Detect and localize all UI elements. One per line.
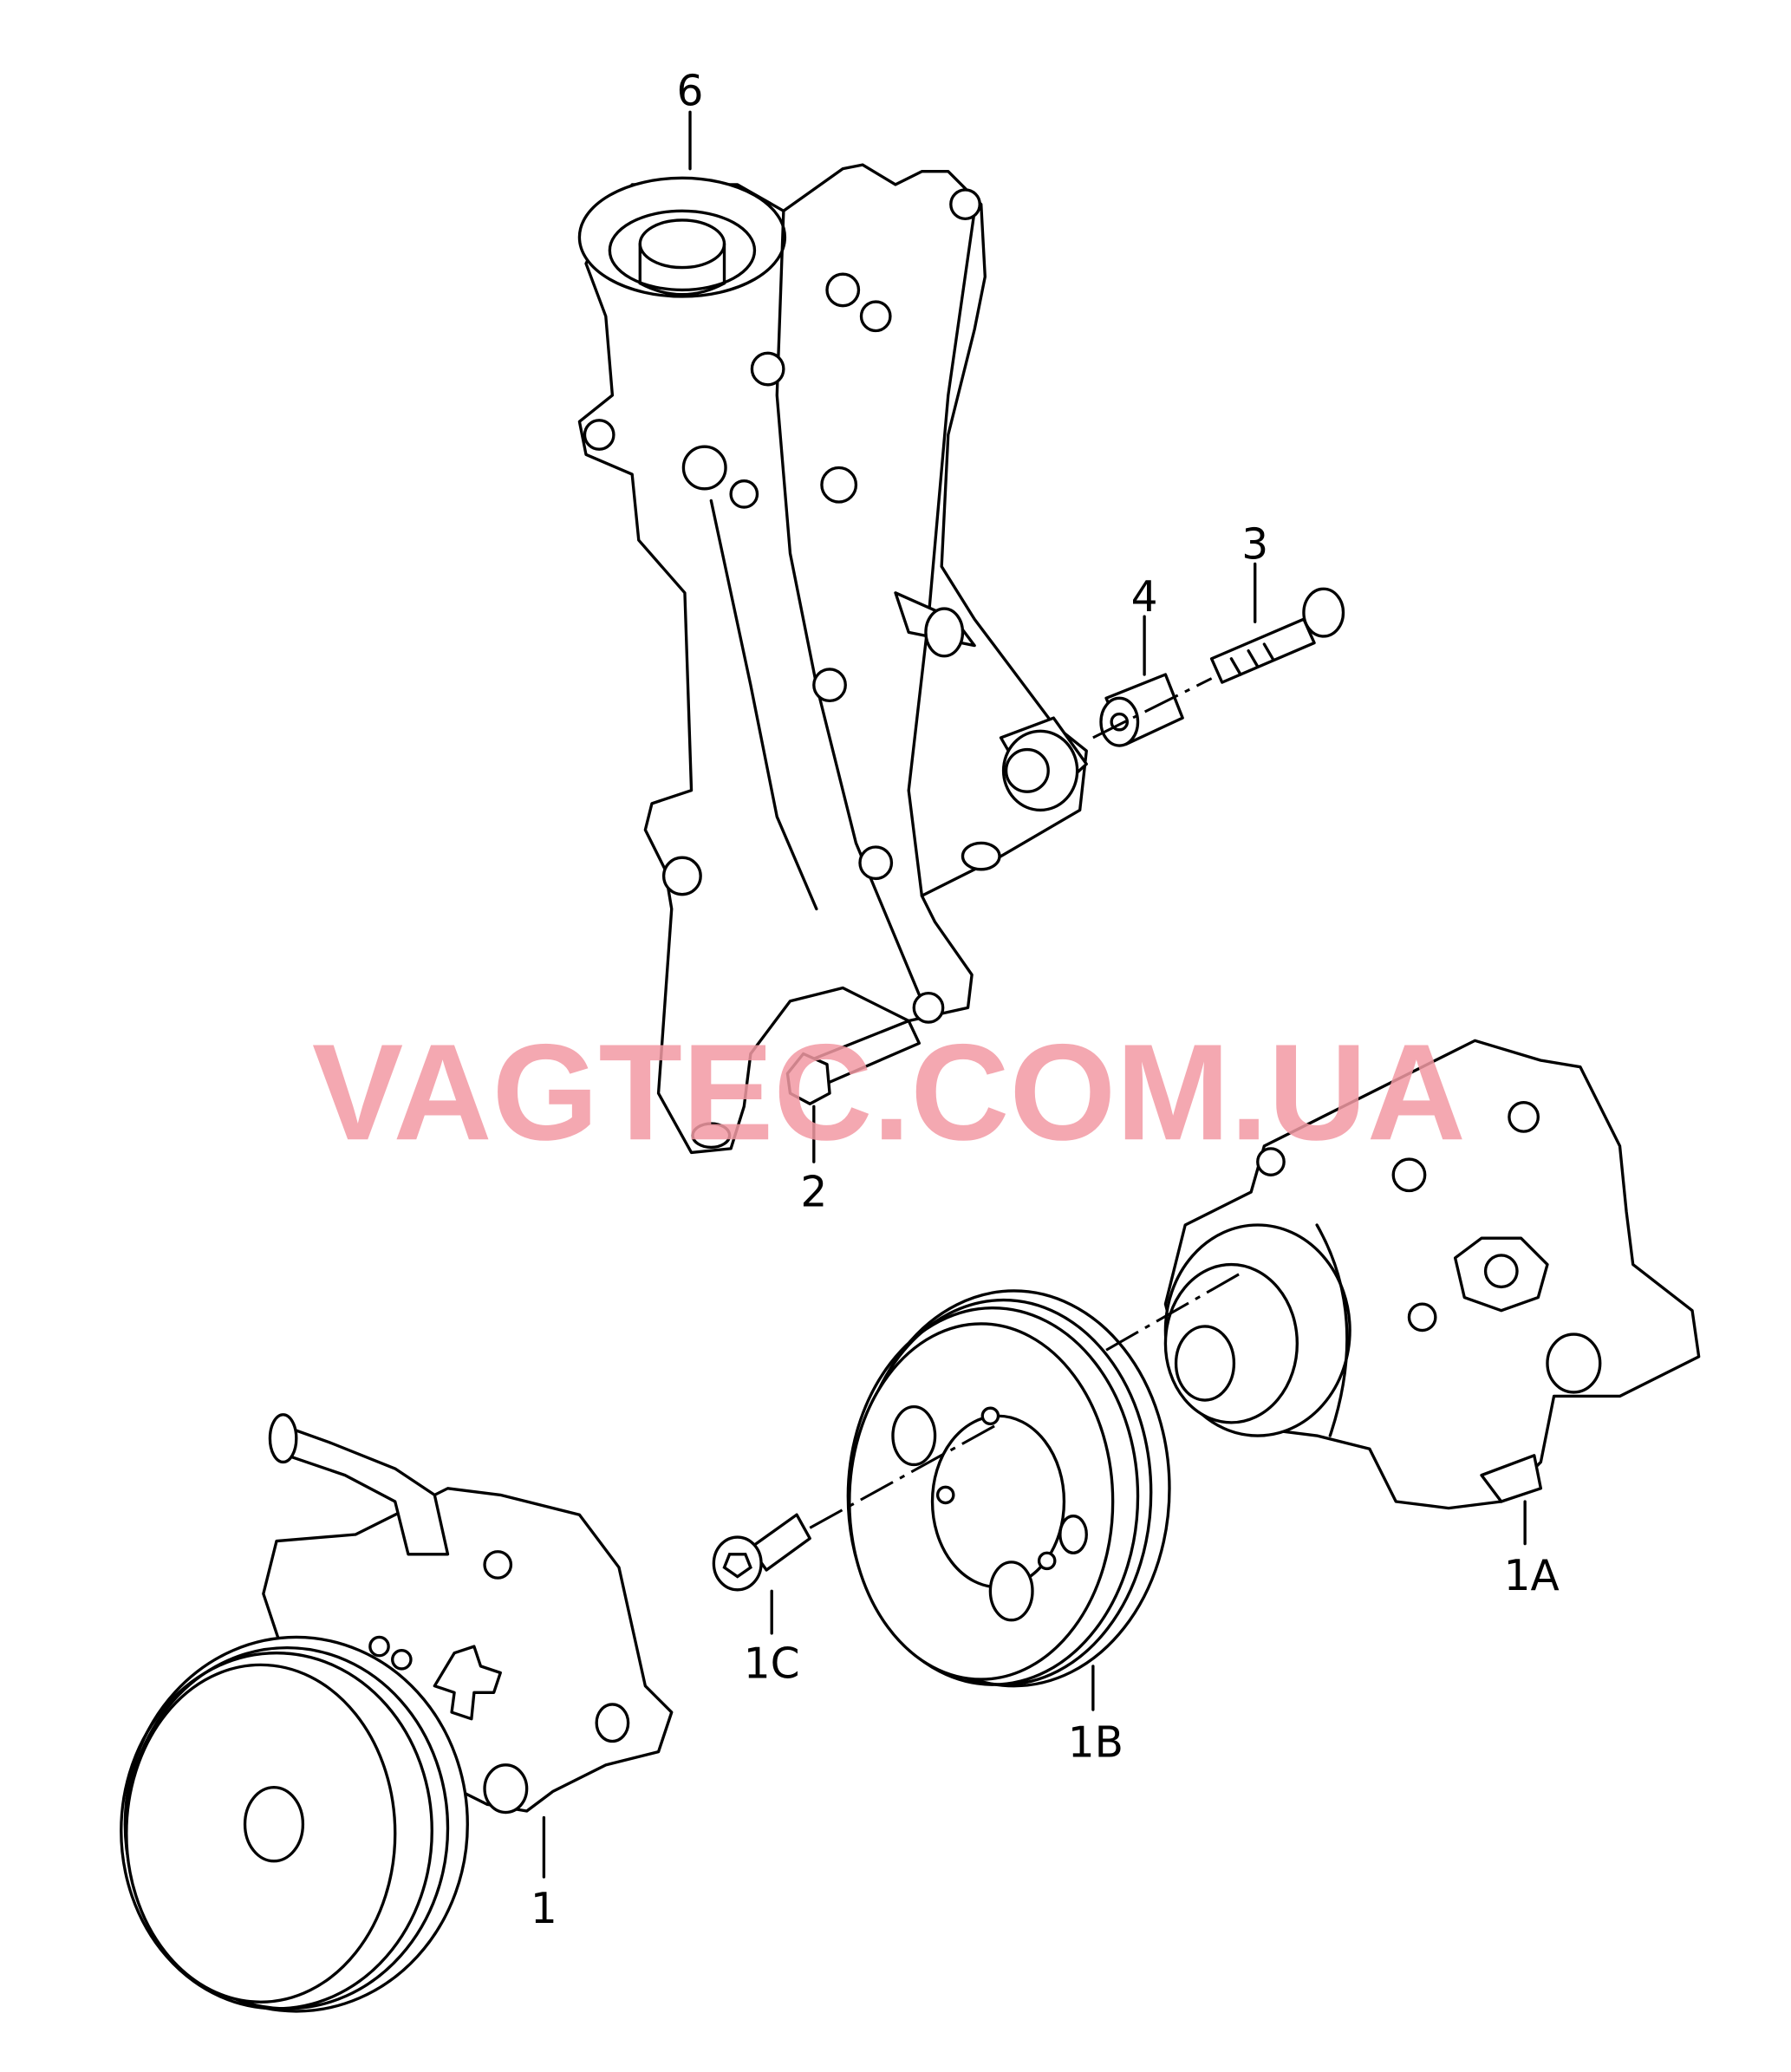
pump-housing-part-1A[interactable]	[1163, 1039, 1701, 1510]
callout-1[interactable]: 1	[531, 1885, 557, 1933]
axis-line-1B-1A	[1105, 1269, 1246, 1352]
pump-assembly-part-1[interactable]	[120, 1413, 674, 2013]
callout-1A[interactable]: 1A	[1504, 1552, 1560, 1600]
callout-3[interactable]: 3	[1241, 520, 1268, 569]
watermark: VAGTEC.COM.UA	[312, 1016, 1466, 1169]
bolt-part-3[interactable]	[1209, 587, 1345, 684]
axis-line-1C-1B	[809, 1421, 1002, 1529]
pulley-part-1B[interactable]	[846, 1289, 1171, 1688]
callout-1B[interactable]: 1B	[1068, 1719, 1123, 1768]
callout-1C[interactable]: 1C	[744, 1640, 800, 1689]
screw-part-1C[interactable]	[712, 1513, 811, 1592]
bolt-part-2[interactable]	[785, 1019, 922, 1105]
spacer-part-4[interactable]	[1099, 673, 1184, 747]
bracket-part-6[interactable]	[577, 163, 1088, 1155]
callout-6[interactable]: 6	[677, 68, 704, 116]
axis-line-4-3	[1092, 677, 1213, 740]
callout-2[interactable]: 2	[800, 1169, 827, 1217]
callout-4[interactable]: 4	[1131, 573, 1158, 622]
